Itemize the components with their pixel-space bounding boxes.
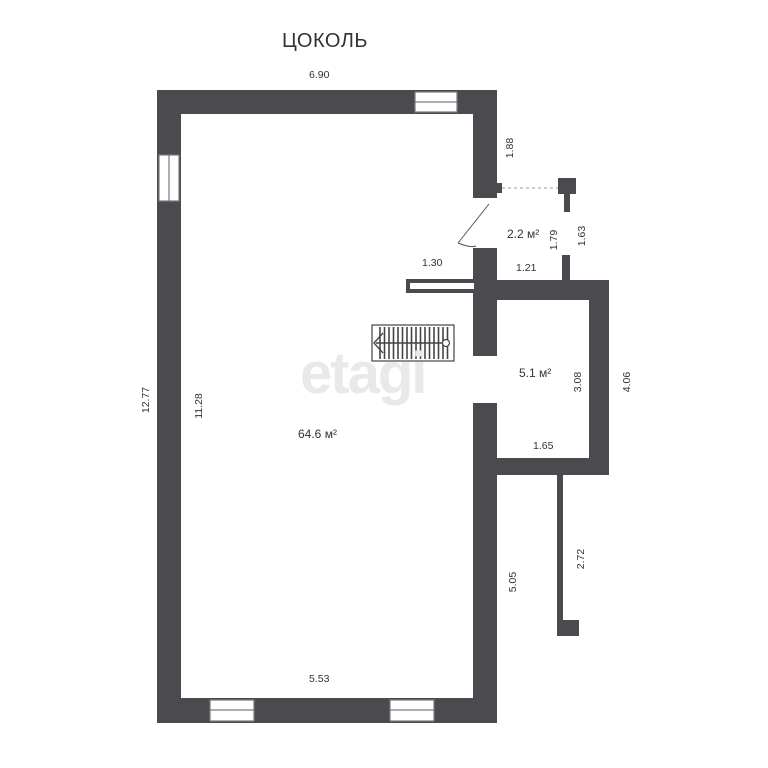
windows <box>158 91 458 722</box>
room-area-main: 64.6 м² <box>298 427 337 441</box>
wall-right-upper <box>473 90 497 198</box>
dimension-vestibule-width: 1.21 <box>516 262 537 274</box>
window-bottom-right <box>389 699 435 722</box>
wall-bottom <box>157 698 495 723</box>
dimension-outer-left: 12.77 <box>140 386 153 414</box>
vestibule-post-stem <box>564 190 570 212</box>
room-area-storage: 5.1 м² <box>519 366 552 380</box>
dimension-bottom: 5.53 <box>309 673 330 685</box>
door-swing <box>457 203 490 248</box>
window-bottom-left <box>209 699 255 722</box>
plan-title: ЦОКОЛЬ <box>282 30 368 52</box>
fence-end <box>557 620 579 636</box>
dimension-vestibule-height-outer: 1.63 <box>576 225 589 247</box>
staircase <box>371 324 455 362</box>
dimension-fence-length: 2.72 <box>575 548 588 570</box>
dimension-storage-width: 1.65 <box>533 440 554 452</box>
dimension-partition: 1.30 <box>422 257 443 269</box>
wall-right-middle <box>473 248 497 356</box>
wall-storage-top <box>473 280 609 300</box>
vestibule-post-right <box>562 255 570 282</box>
partition-wall <box>406 279 478 293</box>
dimension-storage-outer-height: 4.06 <box>621 371 634 393</box>
dimension-inner-left: 11.28 <box>192 393 205 419</box>
room-area-vestibule: 2.2 м² <box>507 227 540 241</box>
dimension-upper-right-notch: 1.88 <box>504 137 517 159</box>
dimension-vestibule-height-inner: 1.79 <box>548 229 561 251</box>
fence-post <box>557 475 563 625</box>
wall-right-lower <box>473 403 497 723</box>
window-left <box>158 154 180 202</box>
window-top <box>414 91 458 113</box>
vestibule-post-top <box>558 178 576 194</box>
door-stub-left <box>494 183 502 193</box>
dimension-top: 6.90 <box>309 69 330 81</box>
wall-storage-bottom <box>473 458 609 475</box>
wall-storage-right <box>589 280 609 474</box>
watermark: etagi <box>300 341 427 406</box>
dimension-storage-inner-height: 3.08 <box>572 371 585 393</box>
dimension-right-lower: 5.05 <box>507 571 520 593</box>
